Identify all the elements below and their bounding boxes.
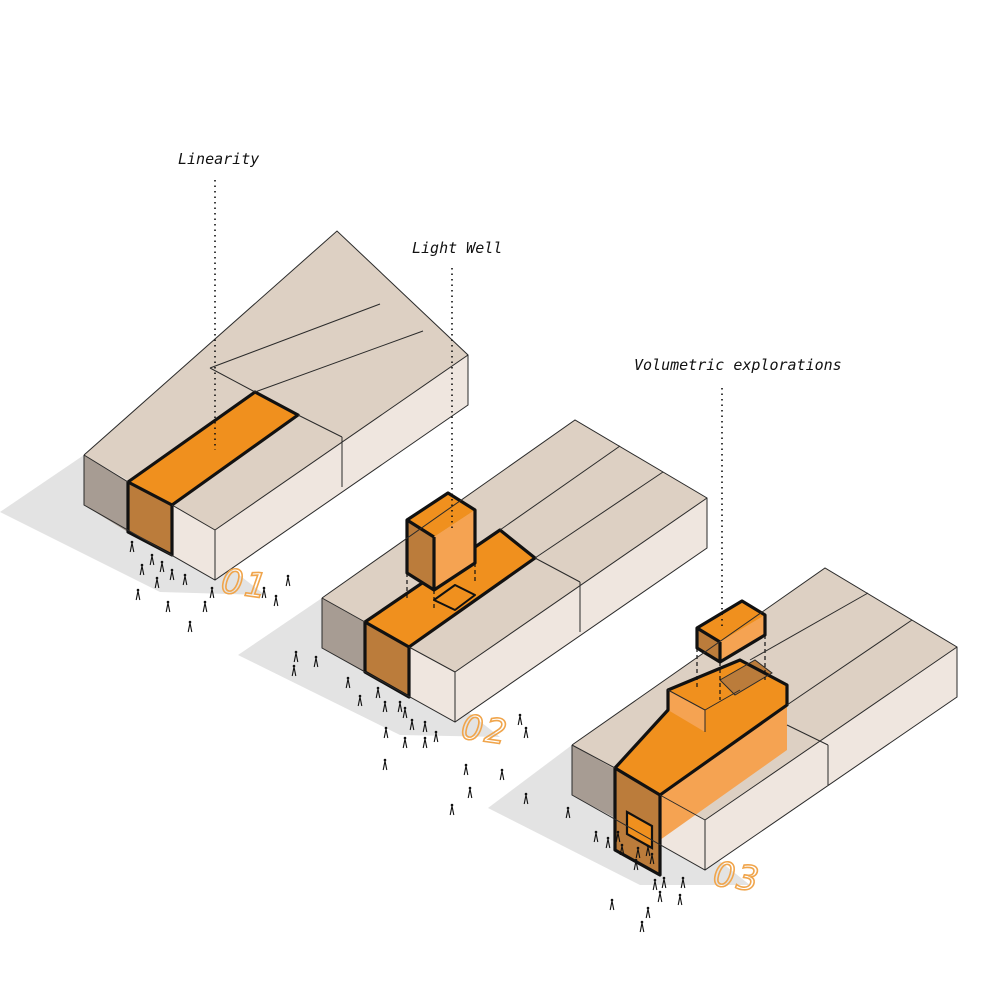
block-03-left-face xyxy=(572,745,615,818)
light-well-label: Light Well xyxy=(412,239,502,257)
linearity-label: Linearity xyxy=(178,150,259,168)
block-03-right-face xyxy=(660,647,957,870)
step-number-02: 02 xyxy=(459,707,511,753)
entrance-opening xyxy=(625,810,654,850)
light-well-box-front xyxy=(407,520,434,590)
step-number-03: 03 xyxy=(711,854,763,900)
block-02-right-face xyxy=(409,498,707,722)
volumetric-floating-box xyxy=(697,601,765,642)
massing-block-02 xyxy=(238,419,708,737)
linearity-strip-top xyxy=(128,392,298,505)
volumetric-label: Volumetric explorations xyxy=(634,356,842,374)
light-well-box-side xyxy=(434,510,475,590)
massing-block-03 xyxy=(488,567,958,885)
step-number-01: 01 xyxy=(219,561,271,607)
massing-block-01 xyxy=(0,230,469,595)
